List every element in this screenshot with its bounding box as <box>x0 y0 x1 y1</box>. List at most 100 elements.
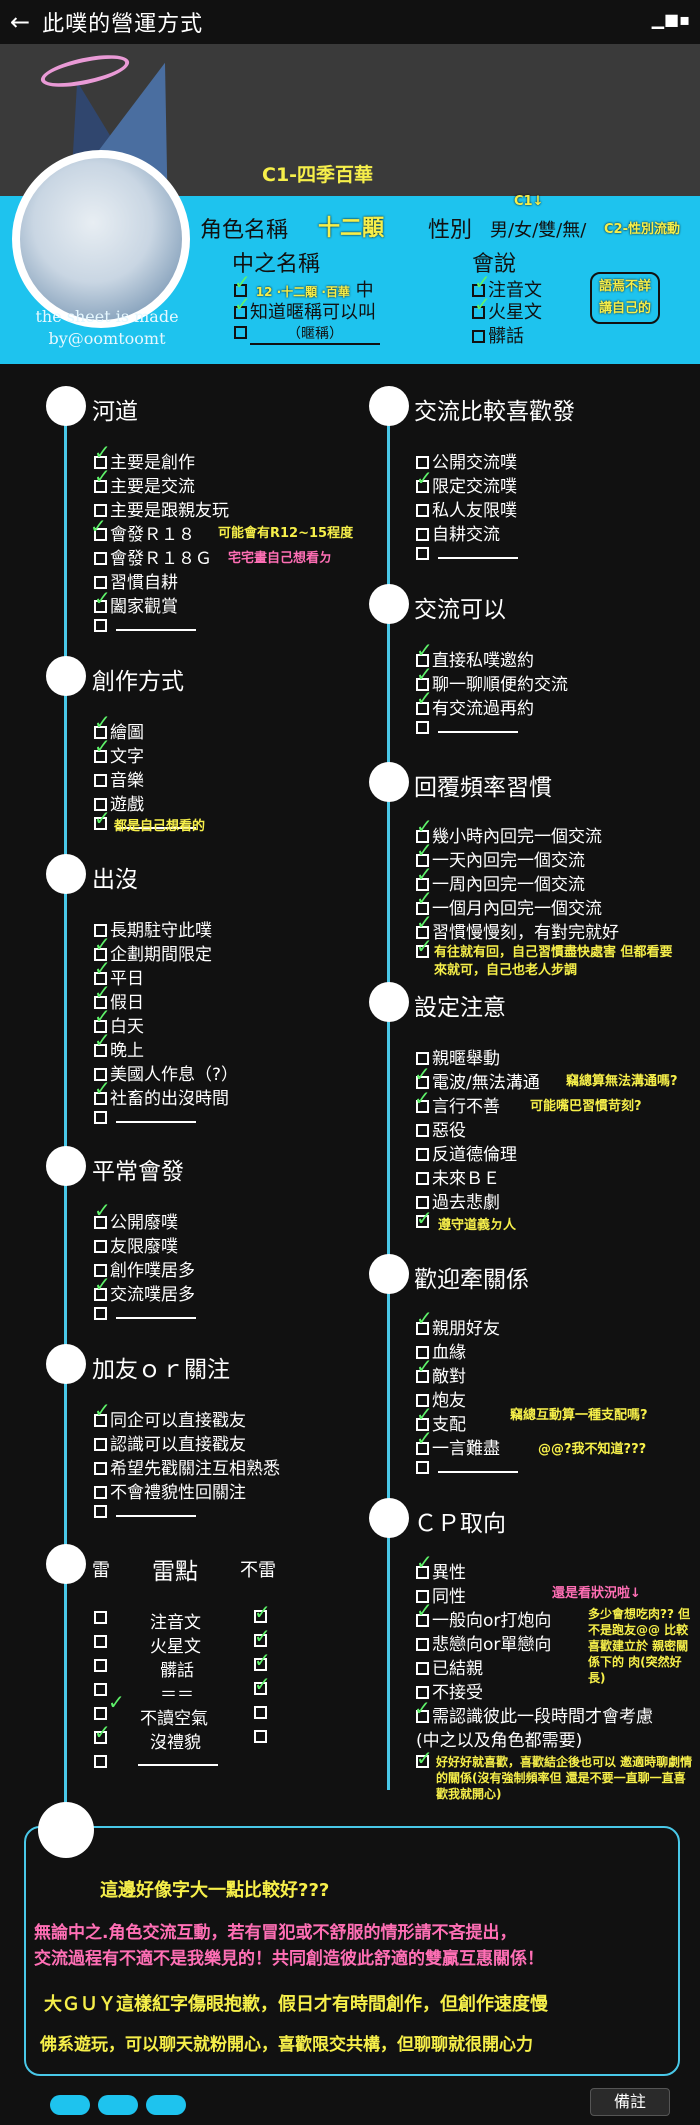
section-title-huanying: 歡迎牽關係 <box>414 1267 529 1293</box>
list-item: 敵對 <box>416 1362 466 1387</box>
note-huanying-1: 竊總互動算一種支配嗎? <box>510 1408 648 1423</box>
nav-pill[interactable] <box>146 2095 186 2115</box>
list-item: 同性 <box>416 1582 466 1607</box>
alias-line3: （暱稱） <box>234 322 380 345</box>
back-arrow-icon[interactable]: ← <box>10 8 31 36</box>
list-item: 幾小時內回完一個交流 <box>416 822 602 847</box>
check-icon: ✓ <box>94 1004 111 1028</box>
check-icon: ✓ <box>94 1198 111 1222</box>
table-row: 沒禮貌 <box>94 1728 280 1753</box>
check-icon: ✓ <box>416 1426 433 1450</box>
lei-right-head: 不雷 <box>240 1560 276 1581</box>
list-item: 一言難盡 <box>416 1434 500 1459</box>
check-icon: ✓ <box>94 586 111 610</box>
check-icon: ✓ <box>416 1206 433 1230</box>
list-item: 親朋好友 <box>416 1314 500 1339</box>
list-item: 主要是創作 <box>94 448 195 473</box>
nav-pill[interactable] <box>98 2095 138 2115</box>
check-icon: ✓ <box>416 862 433 886</box>
list-item: 有交流過再約 <box>416 694 534 719</box>
list-item: 反道德倫理 <box>416 1140 517 1165</box>
blank-item <box>94 814 196 834</box>
remarks-line-1: 這邊好像字大一點比較好??? <box>100 1880 330 1901</box>
section-title-hedao: 河道 <box>92 399 138 425</box>
title-bar: ← 此噗的營運方式 ▁■▪ <box>0 0 700 44</box>
section-title-huifu: 回覆頻率習慣 <box>414 775 552 801</box>
check-icon: ✓ <box>416 1746 433 1770</box>
list-item: 言行不善 <box>416 1092 500 1117</box>
list-item: 公開廢噗 <box>94 1208 178 1233</box>
gender-note-c1: C1↓ <box>514 194 544 209</box>
section-dot <box>369 386 409 426</box>
list-item: 創作噗居多 <box>94 1256 195 1281</box>
blank-item <box>94 1304 196 1324</box>
list-item: 惡役 <box>416 1116 466 1141</box>
blank-item <box>94 616 196 636</box>
list-item: 限定交流噗 <box>416 472 517 497</box>
check-icon: ✓ <box>94 956 111 980</box>
check-icon: ✓ <box>416 686 433 710</box>
check-icon: ✓ <box>94 1076 111 1100</box>
check-icon: ✓ <box>416 1306 433 1330</box>
window-controls[interactable]: ▁■▪ <box>651 10 690 29</box>
remarks-button[interactable]: 備註 <box>590 2088 670 2116</box>
list-item: 習慣自耕 <box>94 568 178 593</box>
list-item: (中之以及角色都需要) <box>416 1731 583 1751</box>
section-dot <box>369 1254 409 1294</box>
list-item: 需認識彼此一段時間才會考慮 <box>416 1702 653 1727</box>
alias-line1-note: 12 ·十二顒 ·百華 <box>255 285 350 299</box>
alias-line2: 知道暱稱可以叫 <box>234 298 376 324</box>
check-icon: ✓ <box>94 932 111 956</box>
table-row: ＝＝ <box>94 1680 280 1705</box>
note-huifu: 有往就有回，自己習慣盡快處害 但都看要來就可，自己也老人步調 <box>434 945 673 978</box>
check-icon: ✓ <box>234 270 251 294</box>
note-cp-top: 還是看狀況啦↓ <box>552 1586 641 1601</box>
section-dot <box>46 1146 86 1186</box>
left-column-line <box>64 420 67 1820</box>
check-icon: ✓ <box>414 1696 431 1720</box>
section-title-shezhi: 設定注意 <box>414 995 506 1021</box>
check-icon: ✓ <box>94 1272 111 1296</box>
list-item: 一般向or打炮向 <box>416 1606 551 1631</box>
list-item: 繪圖 <box>94 718 144 743</box>
speak-label: 會說 <box>472 252 517 277</box>
list-item: 一周內回完一個交流 <box>416 870 585 895</box>
gender-note-c2: C2-性別流動 <box>604 222 680 237</box>
remarks-line-2: 無論中之.角色交流互動，若有冒犯或不舒服的情形請不吝提出， <box>34 1923 517 1943</box>
check-icon: ✓ <box>90 514 107 538</box>
section-title-jiaoliu-can: 交流可以 <box>414 597 506 623</box>
list-item: 炮友 <box>416 1386 466 1411</box>
list-item: 血緣 <box>416 1338 466 1363</box>
section-dot <box>46 1344 86 1384</box>
blank-item <box>416 1212 432 1232</box>
check-icon: ✓ <box>94 710 111 734</box>
list-item: 親暱舉動 <box>416 1044 500 1069</box>
list-item: 不接受 <box>416 1678 483 1703</box>
list-item: 異性 <box>416 1558 466 1583</box>
list-item: 平日 <box>94 964 144 989</box>
check-icon: ✓ <box>94 464 111 488</box>
blank-item <box>416 1458 518 1478</box>
check-icon: ✓ <box>94 734 111 758</box>
list-item: 電波/無法溝通 <box>416 1068 540 1093</box>
nav-pill[interactable] <box>50 2095 90 2115</box>
check-icon: ✓ <box>94 1398 111 1422</box>
check-icon: ✓ <box>254 1648 271 1672</box>
check-icon: ✓ <box>416 838 433 862</box>
list-item: 公開交流噗 <box>416 448 517 473</box>
check-icon: ✓ <box>416 1354 433 1378</box>
section-title-chumo: 出沒 <box>92 867 138 893</box>
list-item: 會發Ｒ１８Ｇ <box>94 544 212 569</box>
check-icon: ✓ <box>416 466 433 490</box>
check-icon: ✓ <box>474 270 491 294</box>
note-cp-bottom: 好好好就喜歡，喜歡結企後也可以 邀適時聊劇情的關係(沒有強制頻率但 還是不要一直… <box>436 1755 693 1801</box>
check-icon: ✓ <box>254 1672 271 1696</box>
remarks-line-3: 交流過程有不適不是我樂見的！共同創造彼此舒適的雙贏互惠關係！ <box>34 1949 544 1969</box>
speak-note: 語焉不詳 講自己的 <box>590 272 660 324</box>
sheet-credit: the sheet is made by@oomtoomt <box>35 307 179 348</box>
check-icon: ✓ <box>234 292 251 316</box>
list-item: 習慣慢慢刻，有對完就好 <box>416 918 619 943</box>
note-r18g: 宅宅畫自己想看ㄉ <box>228 551 333 566</box>
section-dot <box>38 1802 94 1858</box>
list-item: 交流噗居多 <box>94 1280 195 1305</box>
